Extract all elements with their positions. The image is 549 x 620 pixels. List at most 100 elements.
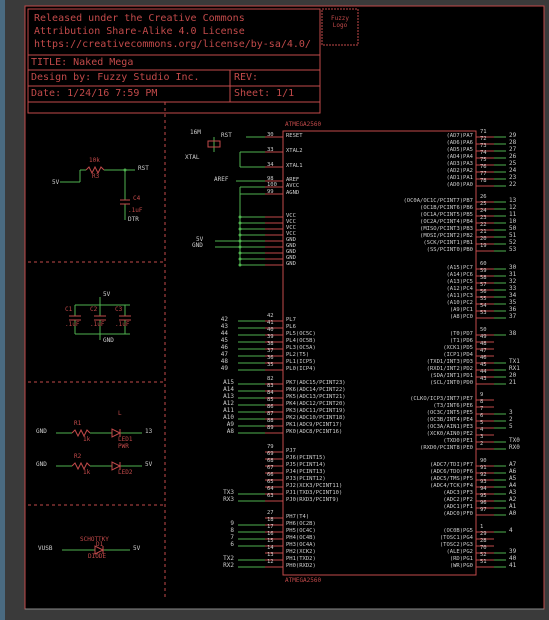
pin-number-right: 21 bbox=[480, 229, 487, 235]
pin-num: 79 bbox=[267, 444, 274, 450]
junction-dot bbox=[238, 239, 242, 243]
chip-pin-label-left: PJ6(PCINT15) bbox=[286, 455, 326, 461]
chip-pin-label-right: (MISO/PCINT3)PB3 bbox=[420, 226, 473, 232]
net-label-right: 38 bbox=[509, 330, 517, 337]
decap-gnd-label: GND bbox=[103, 337, 114, 344]
net-label-right: 53 bbox=[509, 246, 517, 253]
pin-number-right: 70 bbox=[480, 545, 487, 551]
diode-name-label: DIODE bbox=[88, 553, 107, 560]
chip-pin-label-right: (ADC7/TDI)PF7 bbox=[429, 462, 473, 468]
pin-number-right: 95 bbox=[480, 493, 487, 499]
net-label-right: A3 bbox=[509, 489, 517, 496]
net-label-right: 33 bbox=[509, 285, 517, 292]
pin-number-right: 5 bbox=[480, 420, 484, 426]
net-label-right: 11 bbox=[509, 211, 517, 218]
pin-num: 83 bbox=[267, 383, 274, 389]
chip-pin-label-left: PJ1(TXD3/PCINT10) bbox=[286, 490, 343, 496]
pin-number-right: 20 bbox=[480, 236, 487, 242]
pin-number-right: 93 bbox=[480, 479, 487, 485]
chip-pin-label-right: (ADC5/TMS)PF5 bbox=[429, 476, 473, 482]
chip-pin-label-right: (OC0A/OC1C/PCINT7)PB7 bbox=[403, 198, 473, 204]
chip-pin-label-left: PH4(OC4B) bbox=[286, 535, 316, 541]
led-symbol bbox=[111, 461, 122, 471]
led-label: LED2 bbox=[118, 469, 133, 476]
pin-num: 82 bbox=[267, 376, 274, 382]
diode-symbol bbox=[94, 545, 105, 555]
junction-dot bbox=[238, 215, 242, 219]
pin-num: 68 bbox=[267, 458, 274, 464]
components bbox=[69, 140, 242, 555]
pin-number-right: 54 bbox=[480, 303, 487, 309]
gnd-label: GND bbox=[192, 242, 203, 249]
pin-num: 64 bbox=[267, 486, 274, 492]
led-gnd-label: GND bbox=[36, 428, 47, 435]
pin-num: 12 bbox=[267, 559, 274, 565]
chip-pin-label-left: PH6(OC2B) bbox=[286, 521, 316, 527]
toolbar-strip[interactable] bbox=[0, 0, 5, 620]
chip-pin-label-right: (TOSC2)PG3 bbox=[439, 542, 473, 548]
pin-number-right: 46 bbox=[480, 355, 487, 361]
pin-num: 37 bbox=[267, 348, 274, 354]
net-label-right: RX1 bbox=[509, 365, 520, 372]
pin-num: 41 bbox=[267, 320, 274, 326]
chip-pin-label-right: (SCL/INT0)PD0 bbox=[429, 380, 473, 386]
led-resistor bbox=[71, 461, 91, 471]
tx3-label: TX3 bbox=[223, 489, 234, 496]
pin-num: 100 bbox=[267, 182, 277, 188]
net-label-right: 24 bbox=[509, 167, 517, 174]
led-tag: L bbox=[118, 410, 122, 417]
chip-pin-label-right: (ADC4/TCK)PF4 bbox=[429, 483, 473, 489]
pin-num: 98 bbox=[267, 176, 274, 182]
junction-dot bbox=[238, 227, 242, 231]
chip-pin-label-left: PK7(ADC15/PCINT23) bbox=[286, 380, 346, 386]
pin-number-right: 56 bbox=[480, 289, 487, 295]
chip-pin-label-right: (TOSC1)PG4 bbox=[439, 535, 473, 541]
l-port-label: 48 bbox=[220, 358, 228, 365]
chip-pin-label-right: (OC0B)PG5 bbox=[443, 528, 473, 534]
chip-pin-label-right: (T3/INT6)PE6 bbox=[433, 403, 473, 409]
logo-line-2: Logo bbox=[332, 21, 348, 29]
pin-number-right: 8 bbox=[480, 399, 484, 405]
chip-pin-label-right: (A14)PC6 bbox=[446, 272, 474, 278]
k-port-label: A11 bbox=[223, 407, 234, 414]
chip-pin-label-left: PK6(ADC14/PCINT22) bbox=[286, 387, 346, 393]
chip-pin-label-left: PK3(ADC11/PCINT19) bbox=[286, 408, 346, 414]
reset-rst-label: RST bbox=[138, 165, 149, 172]
aref-label: AREF bbox=[214, 176, 229, 183]
pin-num: 87 bbox=[267, 411, 274, 417]
decap-label: C3 bbox=[115, 306, 123, 313]
pin-number-right: 73 bbox=[480, 143, 487, 149]
pin-num: 84 bbox=[267, 390, 274, 396]
chip-pin-label-left: VCC bbox=[286, 225, 296, 231]
chip-pin-label-right: (A10)PC2 bbox=[446, 300, 474, 306]
chip-pin-label-right: (AD6)PA6 bbox=[446, 140, 474, 146]
pin-number-right: 52 bbox=[480, 552, 487, 558]
chip-pin-label-left: PK2(ADC10/PCINT18) bbox=[286, 415, 346, 421]
decap-label: C2 bbox=[90, 306, 98, 313]
net-label-right: A6 bbox=[509, 468, 517, 475]
led-tag: PWR bbox=[118, 443, 129, 450]
pin-num: 33 bbox=[267, 147, 274, 153]
chip-pin-label-right: (SS/PCINT0)PB0 bbox=[426, 247, 473, 253]
l-port-label: 49 bbox=[220, 365, 228, 372]
h-port-label: 6 bbox=[230, 541, 234, 548]
net-label-right: 2 bbox=[509, 416, 513, 423]
pin-number-right: 53 bbox=[480, 310, 487, 316]
chip-pin-label-right: (A12)PC4 bbox=[446, 286, 474, 292]
chip-pin-label-left: PH7(T4) bbox=[286, 514, 310, 520]
chip-pin-label-right: (CLKO/ICP3/INT7)PE7 bbox=[410, 396, 473, 402]
chip-pin-label-right: (WR)PG0 bbox=[449, 563, 473, 569]
net-label-right: TX0 bbox=[509, 437, 520, 444]
pin-num: 14 bbox=[267, 545, 274, 551]
chip-pin-label-right: (ADC6/TDO)PF6 bbox=[429, 469, 473, 475]
junction-dot bbox=[238, 263, 242, 267]
decap-value: .1uF bbox=[90, 321, 105, 328]
pin-number-right: 72 bbox=[480, 136, 487, 142]
atmega-chip-body[interactable] bbox=[282, 130, 477, 576]
chip-pin-label-right: (T1)PD6 bbox=[449, 338, 473, 344]
region-separators bbox=[28, 102, 166, 600]
pin-num: 88 bbox=[267, 418, 274, 424]
pin-num: 63 bbox=[267, 493, 274, 499]
chip-pin-label-left: PK4(ADC12/PCINT20) bbox=[286, 401, 346, 407]
chip-pin-label-right: (ADC1)PF1 bbox=[443, 504, 473, 510]
